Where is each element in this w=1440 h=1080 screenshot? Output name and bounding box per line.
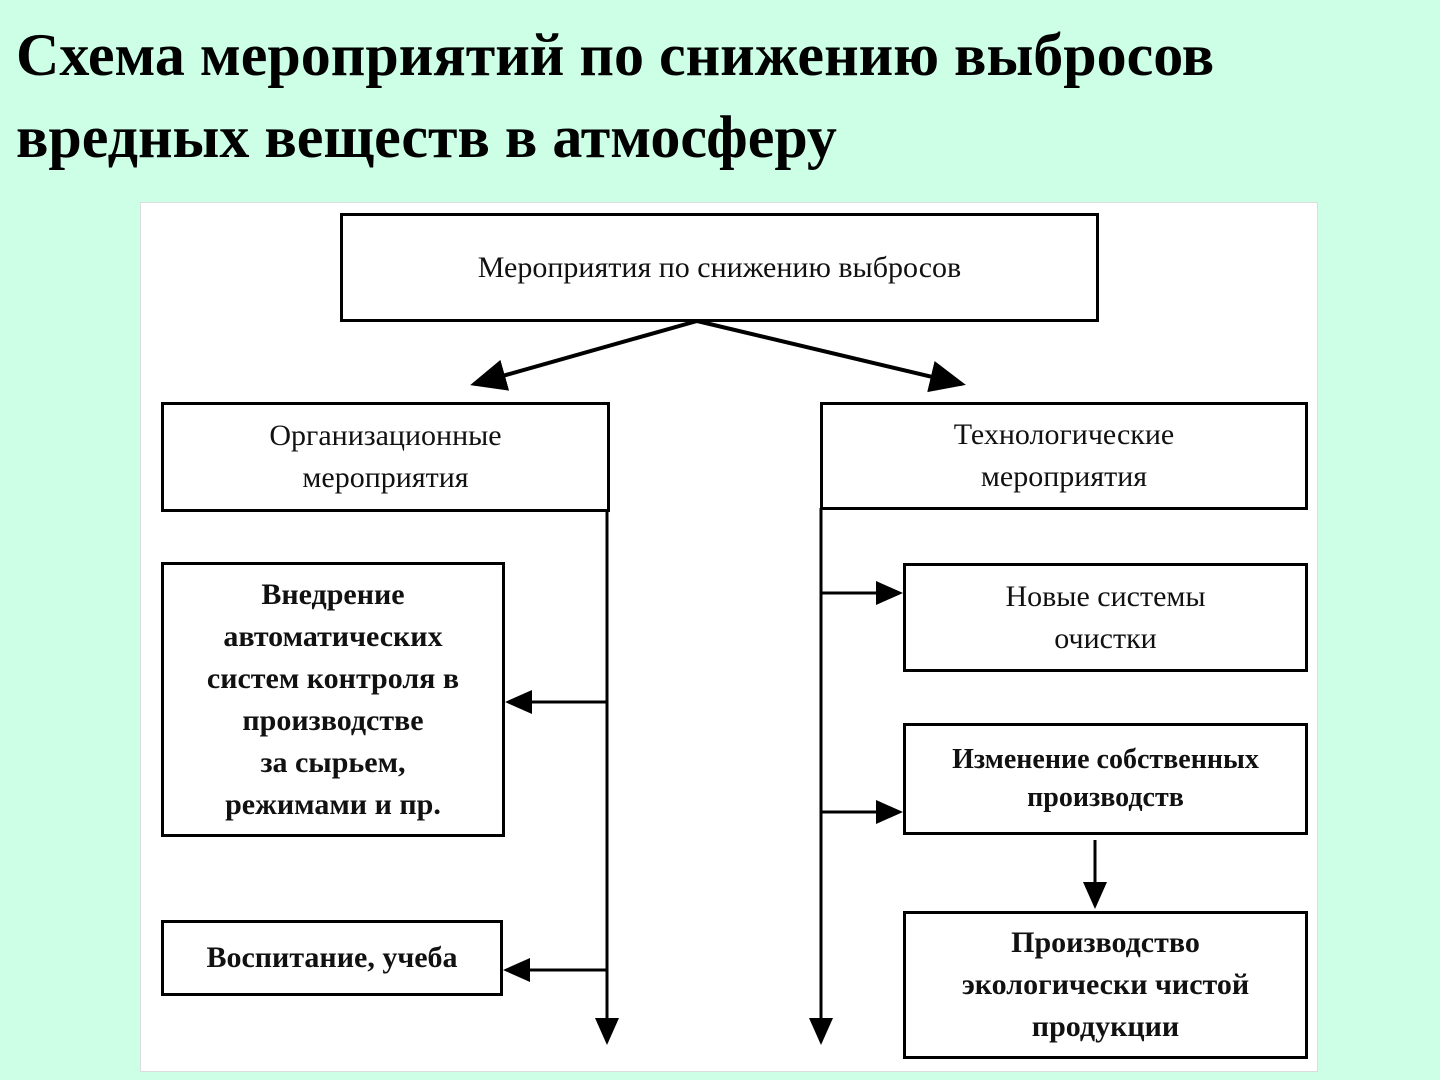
education-box: Воспитание, учеба — [161, 920, 503, 996]
root-box: Мероприятия по снижению выбросов — [340, 213, 1099, 322]
eco-production-box: Производство экологически чистой продукц… — [903, 911, 1308, 1059]
new-cleaning-systems-box: Новые системы очистки — [903, 563, 1308, 672]
slide-title: Схема мероприятий по снижению выбросов в… — [16, 22, 1215, 170]
production-changes-box: Изменение собственных производств — [903, 723, 1308, 835]
arrow-root-to-technological — [696, 319, 966, 393]
automatic-control-box: Внедрение автоматических систем контроля… — [161, 562, 505, 837]
arrow-root-to-organizational — [470, 319, 698, 391]
organizational-measures-box: Организационные мероприятия — [161, 402, 610, 512]
technological-measures-box: Технологические мероприятия — [820, 402, 1308, 510]
